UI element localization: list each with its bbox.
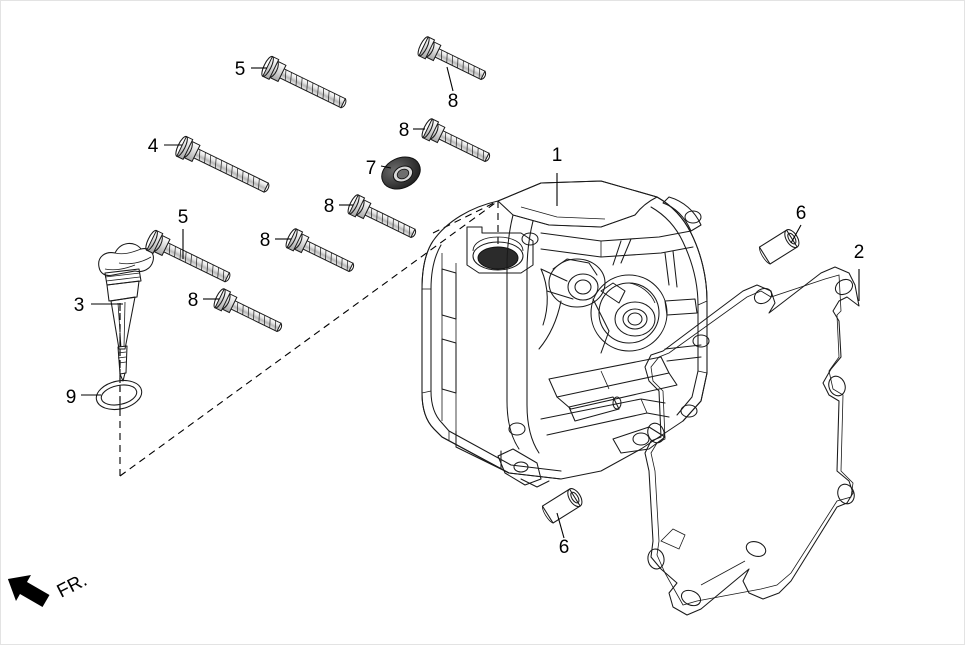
part-flange-bolt-5-top (261, 55, 347, 109)
gasket-hole (647, 422, 665, 444)
gasket-hole (647, 548, 665, 570)
callout-1: 1 (552, 145, 563, 166)
part-dowel-pin-upper (758, 229, 800, 265)
part-flange-bolt-8-b (421, 118, 491, 163)
gasket-hole (828, 375, 846, 397)
callout-8-a: 8 (448, 91, 459, 112)
callout-8-c: 8 (324, 196, 335, 217)
callout-7: 7 (366, 158, 377, 179)
callout-3: 3 (74, 295, 85, 316)
part-oil-dipstick (98, 242, 154, 382)
gasket-hole (745, 541, 767, 557)
callout-8-b: 8 (399, 120, 410, 141)
callout-5-mid: 5 (178, 207, 189, 228)
dipstick-port (477, 246, 519, 270)
part-flange-bolt-8-a (417, 36, 487, 81)
gasket-hole (680, 589, 702, 607)
callout-leader-lines (81, 66, 860, 539)
part-flange-bolt-8-c (347, 194, 417, 239)
part-flange-bolt-8-e (213, 288, 283, 333)
callout-9: 9 (66, 387, 77, 408)
part-gasket (644, 266, 860, 616)
bolt-group (145, 36, 491, 333)
part-flange-bolt-5-mid (145, 229, 231, 283)
part-flange-bolt-4 (175, 135, 270, 193)
callout-8-e: 8 (188, 290, 199, 311)
part-oil-seal (381, 156, 421, 190)
callout-labels: 1 2 3 4 5 5 6 6 7 8 8 8 8 8 9 (66, 59, 865, 558)
gasket-hole (753, 287, 773, 305)
part-flange-bolt-8-d (285, 228, 355, 273)
front-label: FR. (54, 570, 91, 603)
callout-2: 2 (854, 242, 865, 263)
part-dowel-pin-lower (541, 488, 583, 524)
front-arrow-icon (7, 575, 50, 608)
callout-6-lower: 6 (559, 537, 570, 558)
callout-4: 4 (148, 136, 159, 157)
bearing-boss-main (590, 274, 668, 352)
gasket-hole (834, 278, 854, 296)
bearing-boss-secondary (548, 258, 606, 308)
callout-8-d: 8 (260, 230, 271, 251)
gasket-hole (837, 483, 855, 505)
part-o-ring (95, 379, 143, 411)
callout-5-top: 5 (235, 59, 246, 80)
part-crankcase-cover (421, 180, 710, 488)
front-direction-marker: FR. (7, 570, 91, 608)
callout-6-upper: 6 (796, 203, 807, 224)
